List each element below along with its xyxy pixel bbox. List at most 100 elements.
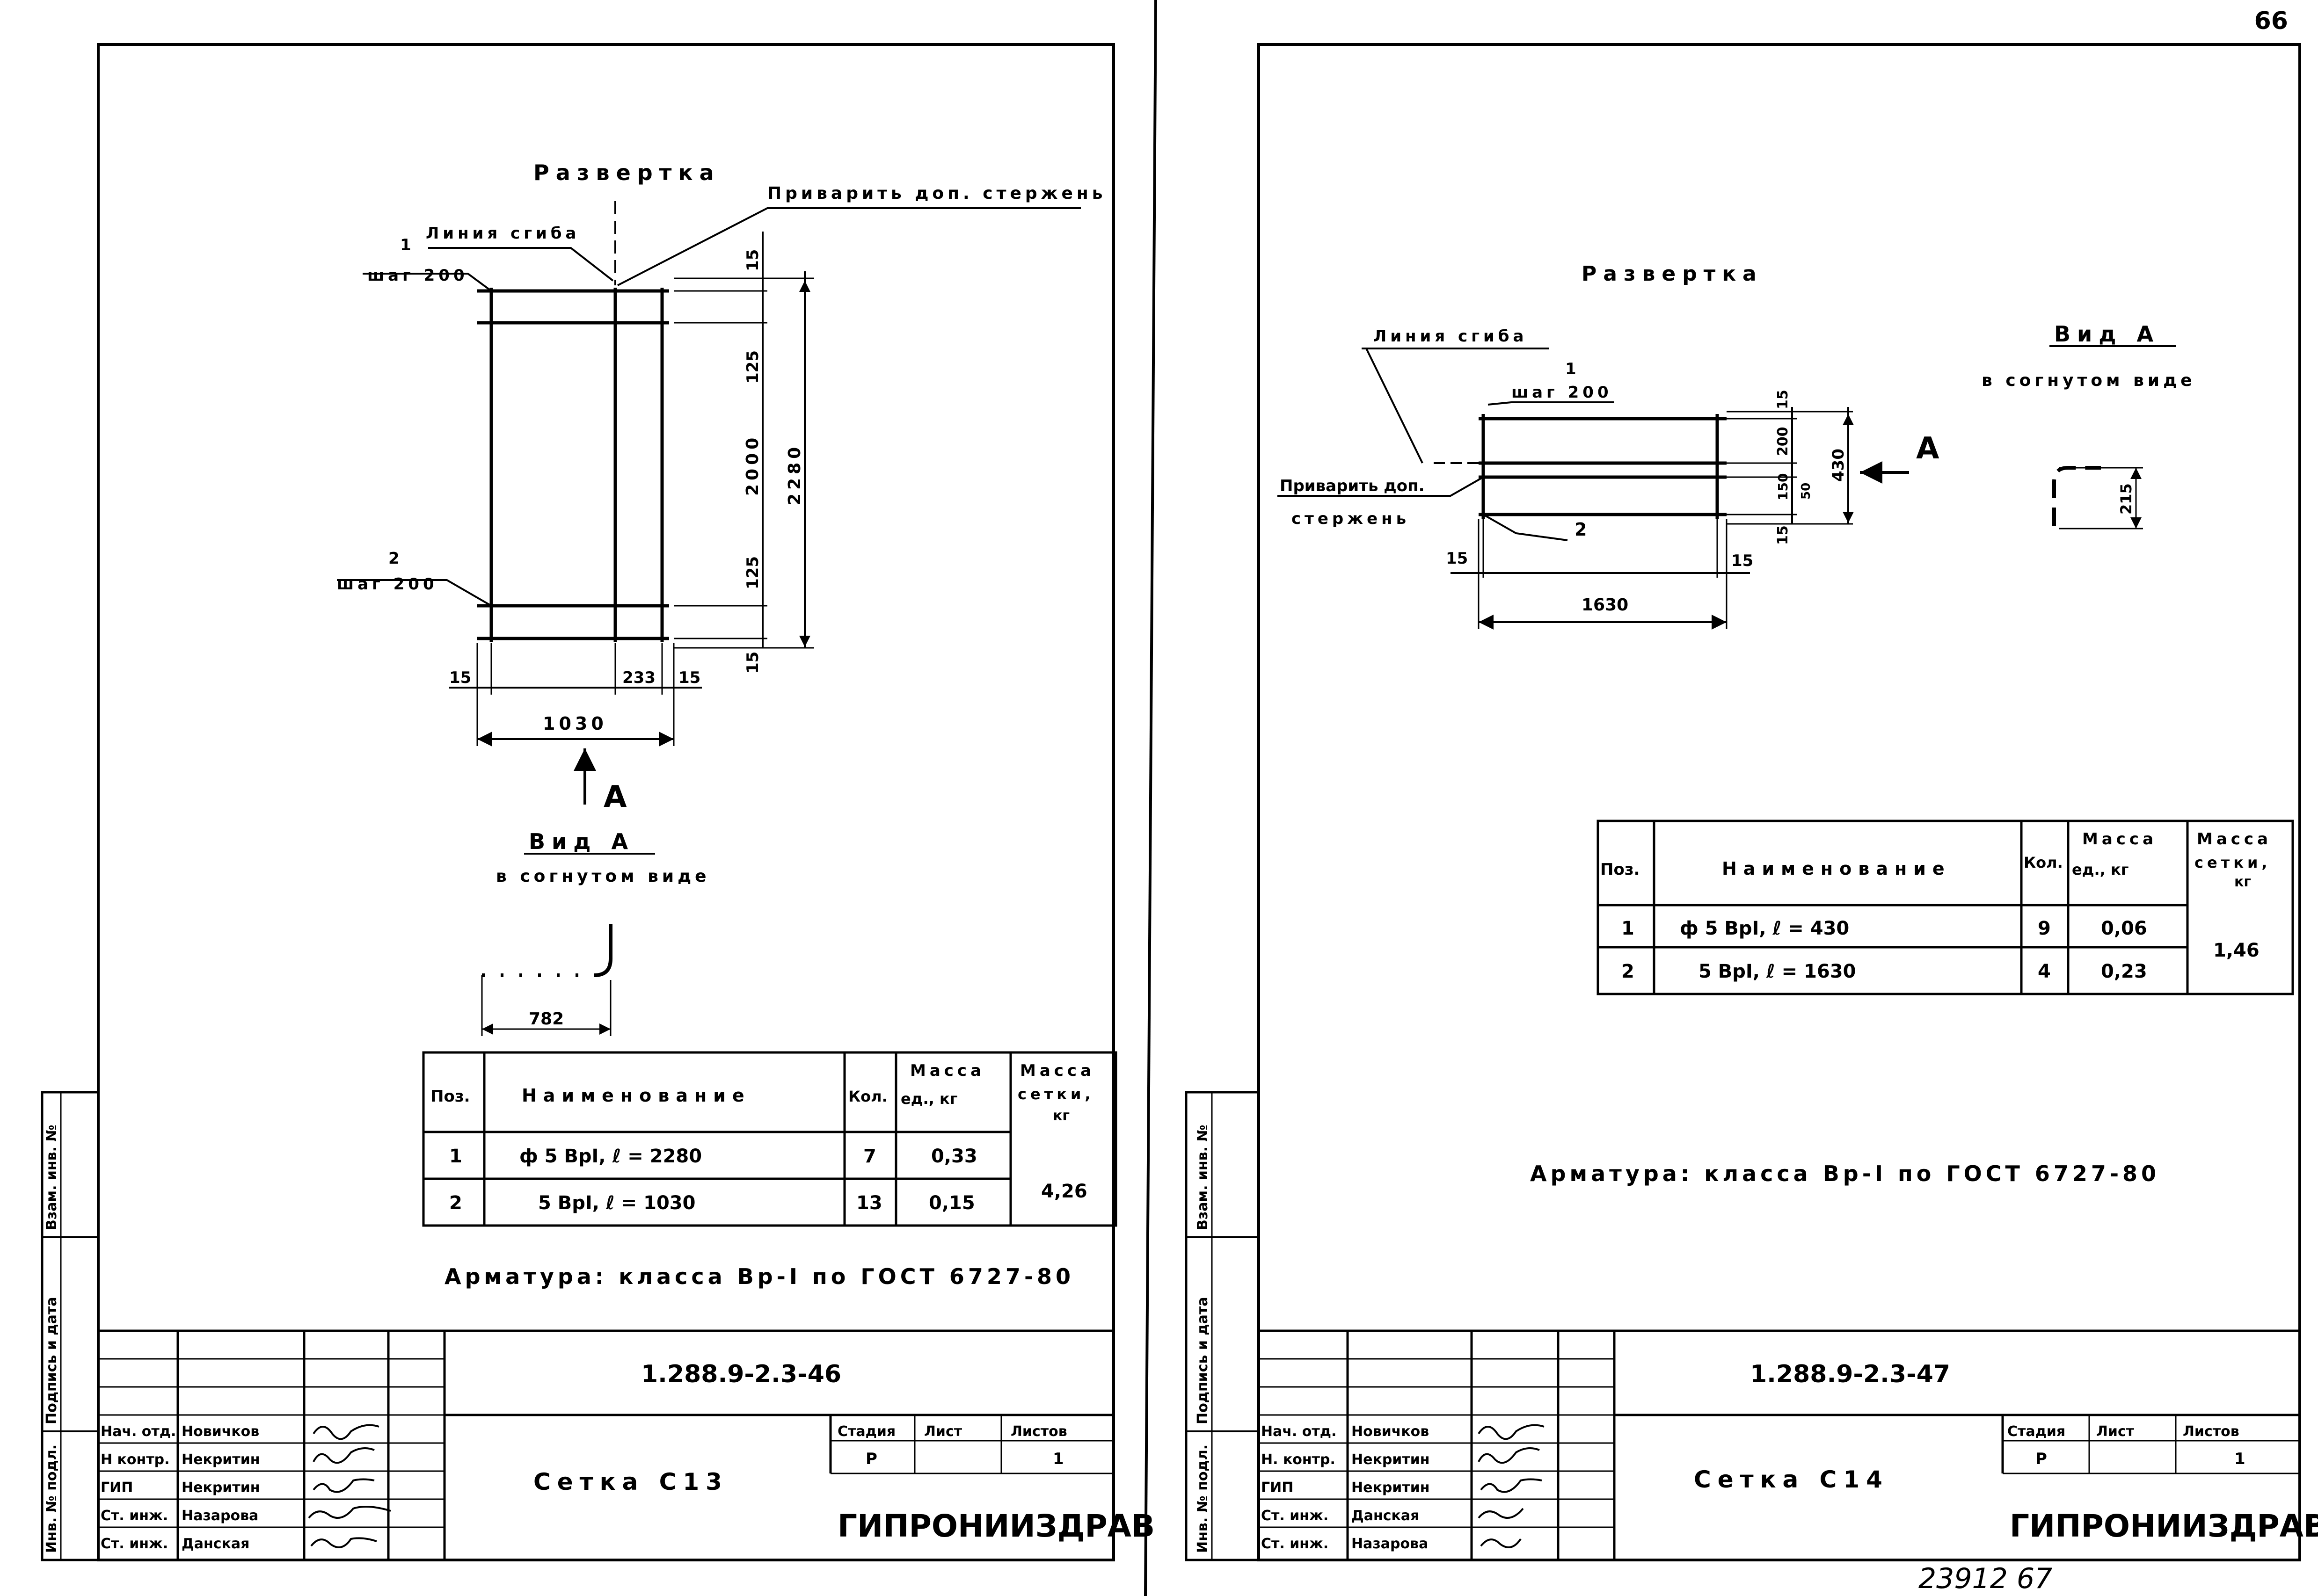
title-block bbox=[1259, 1329, 2300, 1560]
th-mass-set-3: кг bbox=[1053, 1108, 1070, 1124]
total-mass: 4,26 bbox=[1041, 1181, 1087, 1202]
role-1: Нач. отд. bbox=[1261, 1423, 1336, 1440]
th-pos: Поз. bbox=[1600, 860, 1640, 879]
th-mass-ed-2: ед., кг bbox=[901, 1090, 957, 1108]
pos1-label: 1 bbox=[400, 236, 411, 254]
step2-label: шаг 200 bbox=[337, 575, 438, 594]
dim-15-top: 15 bbox=[1775, 390, 1791, 409]
role-4: Ст. инж. bbox=[101, 1508, 168, 1524]
side-inv: Инв. № подл. bbox=[44, 1444, 60, 1553]
sheet-left-text: Развертка Приварить доп. стержень Линия … bbox=[44, 160, 1155, 1553]
sheet-frame bbox=[97, 43, 1115, 1561]
dim-15-right: 15 bbox=[1731, 551, 1753, 570]
dim-233: 233 bbox=[622, 668, 656, 687]
row1-pos: 1 bbox=[449, 1146, 462, 1167]
th-mass-set-2: сетки, bbox=[1018, 1085, 1094, 1103]
total-mass: 1,46 bbox=[2213, 940, 2260, 961]
role-1: Нач. отд. bbox=[101, 1423, 176, 1440]
role-3: ГИП bbox=[101, 1480, 133, 1496]
name-3: Некритин bbox=[182, 1480, 260, 1496]
side-inv: Инв. № подл. bbox=[1195, 1444, 1211, 1553]
pos2-label: 2 bbox=[1574, 519, 1587, 540]
stamp-listov-val: 1 bbox=[2234, 1450, 2245, 1468]
sheet-frame bbox=[1257, 43, 2301, 1561]
row1-mass: 0,33 bbox=[931, 1146, 977, 1167]
spec-table bbox=[422, 1051, 1117, 1227]
view-arrow-label: А bbox=[1916, 431, 1939, 466]
name-4: Данская bbox=[1351, 1508, 1419, 1524]
dim-782: 782 bbox=[529, 1009, 564, 1029]
dim-150: 150 bbox=[1775, 473, 1791, 501]
row1-kol: 7 bbox=[863, 1146, 876, 1167]
side-podpis: Подпись и дата bbox=[44, 1297, 60, 1424]
name-4: Назарова bbox=[182, 1508, 258, 1524]
row1-name: ф 5 ВрI, ℓ = 430 bbox=[1680, 918, 1849, 939]
view-arrow-label: А bbox=[604, 780, 627, 814]
dim-430: 430 bbox=[1829, 449, 1848, 482]
row1-name: ф 5 ВрI, ℓ = 2280 bbox=[519, 1146, 702, 1167]
stamp-list: Лист bbox=[924, 1423, 962, 1440]
dim-2280: 2280 bbox=[785, 443, 804, 505]
side-vzam: Взам. инв. № bbox=[44, 1124, 60, 1230]
dim-2000: 2000 bbox=[743, 434, 762, 496]
sheet-right bbox=[1185, 43, 2301, 1561]
dim-215: 215 bbox=[2117, 483, 2135, 515]
th-mass-ed-1: Масса bbox=[2082, 830, 2157, 849]
role-2: Н контр. bbox=[101, 1451, 170, 1468]
dim-15-right: 15 bbox=[678, 668, 700, 687]
sheet-left bbox=[41, 43, 1117, 1561]
side-strip bbox=[41, 1091, 100, 1561]
th-mass-set-1: Масса bbox=[2197, 830, 2272, 849]
pos2-label: 2 bbox=[388, 549, 400, 568]
mesh-plan bbox=[477, 288, 669, 642]
spec-table bbox=[1596, 820, 2294, 995]
role-5: Ст. инж. bbox=[1261, 1536, 1328, 1552]
row2-name: 5 ВрI, ℓ = 1630 bbox=[1698, 961, 1856, 982]
step1-label: шаг 200 bbox=[367, 266, 468, 285]
armatura-note: Арматура: класса Вр-I по ГОСТ 6727-80 bbox=[1530, 1161, 2160, 1186]
stamp-title: Сетка С13 bbox=[533, 1468, 729, 1495]
stamp-stadiya-val: Р bbox=[866, 1450, 877, 1468]
name-1: Новичков bbox=[1351, 1423, 1429, 1440]
th-name: Наименование bbox=[522, 1085, 751, 1106]
fold-line-label: Линия сгиба bbox=[426, 224, 580, 243]
title-razvertka: Развертка bbox=[533, 160, 721, 185]
mesh-plan bbox=[1479, 414, 1727, 519]
th-kol: Кол. bbox=[848, 1088, 888, 1105]
row2-pos: 2 bbox=[1621, 961, 1634, 982]
dim-15-bot: 15 bbox=[744, 652, 762, 674]
stamp-listov-val: 1 bbox=[1053, 1450, 1064, 1468]
th-mass-set-3: кг bbox=[2234, 874, 2251, 890]
signatures bbox=[1478, 1424, 1545, 1548]
sheet-right-text: Развертка Линия сгиба 1 шаг 200 Приварит… bbox=[1195, 262, 2318, 1553]
stamp-stadiya: Стадия bbox=[838, 1423, 896, 1440]
view-subtitle: в согнутом виде bbox=[1982, 371, 2196, 390]
th-pos: Поз. bbox=[430, 1087, 470, 1106]
view-subtitle: в согнутом виде bbox=[496, 867, 710, 886]
row2-mass: 0,23 bbox=[2101, 961, 2147, 982]
stamp-listov: Листов bbox=[1011, 1423, 1067, 1440]
dim-1030: 1030 bbox=[543, 713, 607, 734]
row2-name: 5 ВрI, ℓ = 1030 bbox=[538, 1192, 695, 1214]
dim-1630: 1630 bbox=[1582, 595, 1628, 615]
dim-200: 200 bbox=[1775, 427, 1791, 456]
side-podpis: Подпись и дата bbox=[1195, 1297, 1211, 1424]
th-mass-set-2: сетки, bbox=[2194, 854, 2271, 871]
stamp-code: 1.288.9-2.3-46 bbox=[641, 1360, 841, 1388]
dim-15-bot: 15 bbox=[1775, 525, 1791, 545]
footer-number: 23912 67 bbox=[1918, 1562, 2052, 1595]
bent-view-sketch bbox=[481, 924, 612, 1036]
role-5: Ст. инж. bbox=[101, 1536, 168, 1552]
stamp-title: Сетка С14 bbox=[1694, 1466, 1889, 1493]
row1-pos: 1 bbox=[1621, 918, 1634, 939]
dim-15-top: 15 bbox=[744, 249, 762, 271]
role-2: Н. контр. bbox=[1261, 1451, 1335, 1468]
stamp-stadiya-val: Р bbox=[2035, 1450, 2047, 1468]
weld-note-2: стержень bbox=[1291, 509, 1410, 528]
page-number: 66 bbox=[2254, 7, 2288, 35]
dim-125-top: 125 bbox=[744, 350, 762, 384]
stamp-org: ГИПРОНИИЗДРАВ bbox=[2010, 1508, 2318, 1544]
fold-line-label: Линия сгиба bbox=[1373, 327, 1527, 346]
th-mass-set-1: Масса bbox=[1020, 1061, 1095, 1080]
name-5: Данская bbox=[182, 1536, 249, 1552]
